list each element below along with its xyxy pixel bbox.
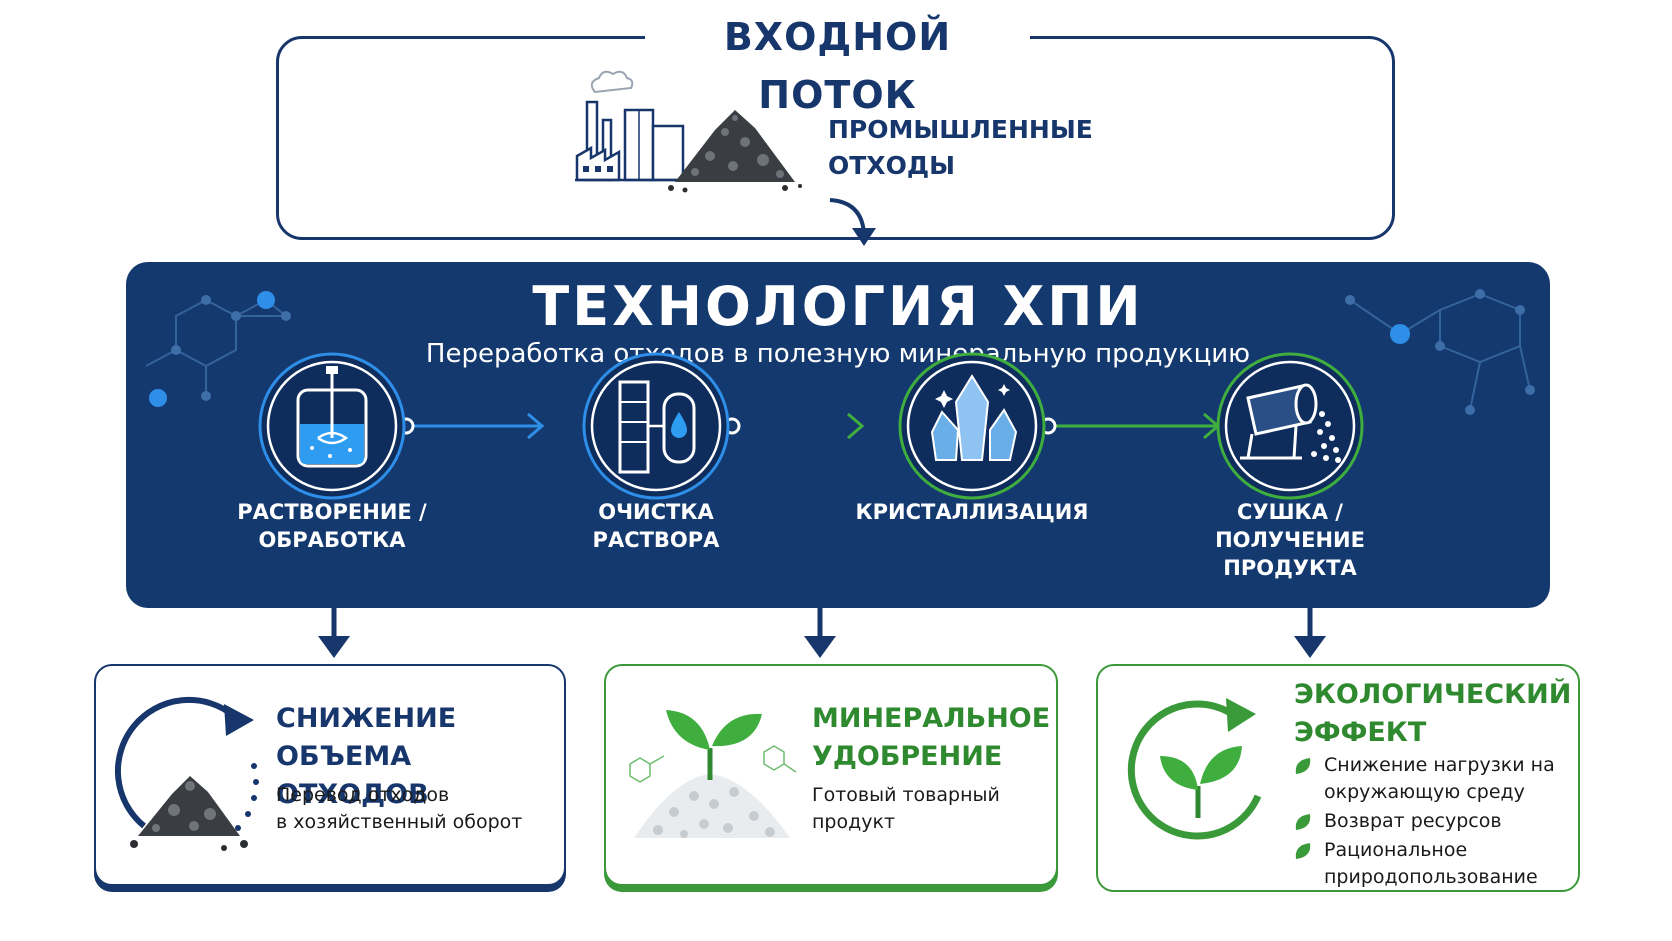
connector-arrow [1039,412,1221,440]
molecule-decoration-icon [145,291,291,407]
waste-pile-cycle-icon [114,696,259,851]
fertilizer-card-title: МИНЕРАЛЬНОЕ УДОБРЕНИЕ [812,703,1051,772]
input-label: ПРОМЫШЛЕННЫЕ ОТХОДЫ [828,112,1093,184]
arrow-down-icon [318,606,350,658]
leaf-bullet-icon [1295,758,1311,774]
sprout-granules-icon [629,710,797,838]
molecule-decoration-icon [1345,289,1535,415]
process-stages-diagram [258,352,1364,500]
rotary-dryer-icon [1216,352,1364,500]
connector-arrow [397,412,545,440]
factory-waste-pile-icon [575,70,802,193]
arrow-down-icon [1294,606,1326,658]
input-flow-title: ВХОДНОЙ ПОТОК [645,8,1030,117]
waste-card-title: СНИЖЕНИЕ ОБЪЕМА ОТХОДОВ [276,703,457,810]
result-card-ecological-effect: ЭКОЛОГИЧЕСКИЙ ЭФФЕКТ Снижение нагрузки н… [1096,664,1580,892]
stage-label-purification: ОЧИСТКА РАСТВОРА [592,500,720,552]
technology-subtitle: Переработка отходов в полезную минеральн… [425,339,1251,369]
stage-label-crystallization: КРИСТАЛЛИЗАЦИЯ [855,500,1089,524]
leaf-bullet-icon [1295,814,1311,830]
waste-card-text: Перевод отходов в хозяйственный оборот [276,784,523,833]
technology-title: ТЕХНОЛОГИЯ ХПИ [532,275,1144,338]
curved-arrow-down-icon [829,198,876,246]
eco-card-title: ЭКОЛОГИЧЕСКИЙ ЭФФЕКТ [1294,679,1572,748]
eco-bullet-list: Снижение нагрузки на окружающую среду Во… [1294,752,1564,891]
crystal-icon [898,352,1046,500]
list-item: Снижение нагрузки на окружающую среду [1294,752,1564,806]
filtration-column-icon [582,352,730,500]
connector-arrow [723,412,865,440]
fertilizer-card-text: Готовый товарный продукт [812,784,1000,833]
stage-label-drying: СУШКА / ПОЛУЧЕНИЕ ПРОДУКТА [1215,500,1365,580]
input-label-line1: ПРОМЫШЛЕННЫЕ [828,115,1093,144]
leaf-cycle-icon [1127,698,1262,840]
leaf-bullet-icon [1295,843,1311,859]
stage-label-dissolution: РАСТВОРЕНИЕ / ОБРАБОТКА [237,500,427,552]
list-item: Возврат ресурсов [1294,808,1564,835]
dissolution-tank-icon [258,352,406,500]
input-label-line2: ОТХОДЫ [828,151,956,180]
result-card-mineral-fertilizer: МИНЕРАЛЬНОЕ УДОБРЕНИЕ Готовый товарный п… [604,664,1058,886]
list-item: Рациональное природопользование [1294,837,1564,891]
arrow-down-icon [804,606,836,658]
result-card-waste-reduction: СНИЖЕНИЕ ОБЪЕМА ОТХОДОВ Перевод отходов … [94,664,566,886]
